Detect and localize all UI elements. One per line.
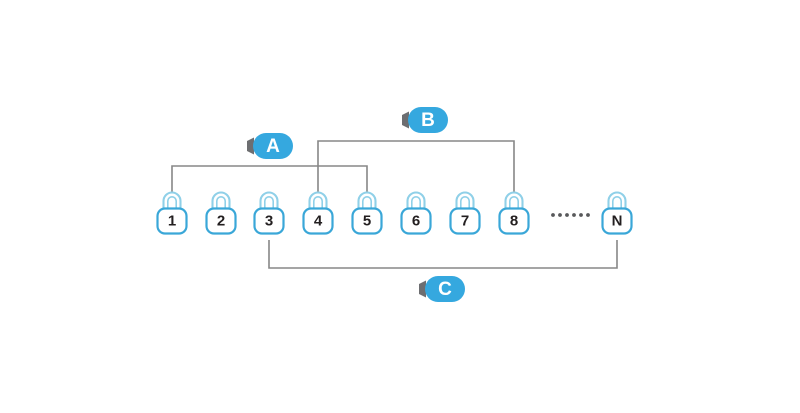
tag-a-nub-icon bbox=[247, 137, 254, 155]
lock-n-label: N bbox=[612, 212, 623, 229]
tag-b-nub-icon bbox=[402, 111, 409, 129]
tag-a[interactable]: A bbox=[247, 133, 293, 159]
lock-8[interactable]: 8 bbox=[498, 191, 530, 235]
lock-1-label: 1 bbox=[168, 212, 176, 229]
lock-2[interactable]: 2 bbox=[205, 191, 237, 235]
lock-6[interactable]: 6 bbox=[400, 191, 432, 235]
lock-n[interactable]: N bbox=[601, 191, 633, 235]
lock-row: 1 2 3 4 5 6 bbox=[156, 191, 633, 235]
bracket-c-group bbox=[268, 240, 618, 269]
tag-c[interactable]: C bbox=[419, 276, 465, 302]
lock-5[interactable]: 5 bbox=[351, 191, 383, 235]
lock-7[interactable]: 7 bbox=[449, 191, 481, 235]
tag-b[interactable]: B bbox=[402, 107, 448, 133]
lock-8-label: 8 bbox=[510, 212, 518, 229]
tag-c-pill bbox=[425, 276, 465, 302]
lock-1[interactable]: 1 bbox=[156, 191, 188, 235]
lock-2-label: 2 bbox=[217, 212, 225, 229]
bracket-a-group bbox=[171, 165, 368, 192]
bracket-b-line bbox=[317, 140, 515, 192]
lock-3-label: 3 bbox=[265, 212, 273, 229]
bracket-c-line bbox=[268, 240, 618, 269]
tag-b-label: B bbox=[421, 110, 435, 131]
lock-5-label: 5 bbox=[363, 212, 371, 229]
tag-a-label: A bbox=[266, 136, 280, 157]
tag-c-label: C bbox=[438, 279, 452, 300]
lock-7-label: 7 bbox=[461, 212, 469, 229]
bracket-a-line bbox=[171, 165, 368, 192]
lock-4[interactable]: 4 bbox=[302, 191, 334, 235]
ellipsis-icon bbox=[551, 213, 590, 217]
tag-a-pill bbox=[253, 133, 293, 159]
lock-3[interactable]: 3 bbox=[253, 191, 285, 235]
lock-4-label: 4 bbox=[314, 212, 323, 229]
tag-b-pill bbox=[408, 107, 448, 133]
bracket-b-group bbox=[317, 140, 515, 192]
tag-c-nub-icon bbox=[419, 280, 426, 298]
lock-6-label: 6 bbox=[412, 212, 420, 229]
